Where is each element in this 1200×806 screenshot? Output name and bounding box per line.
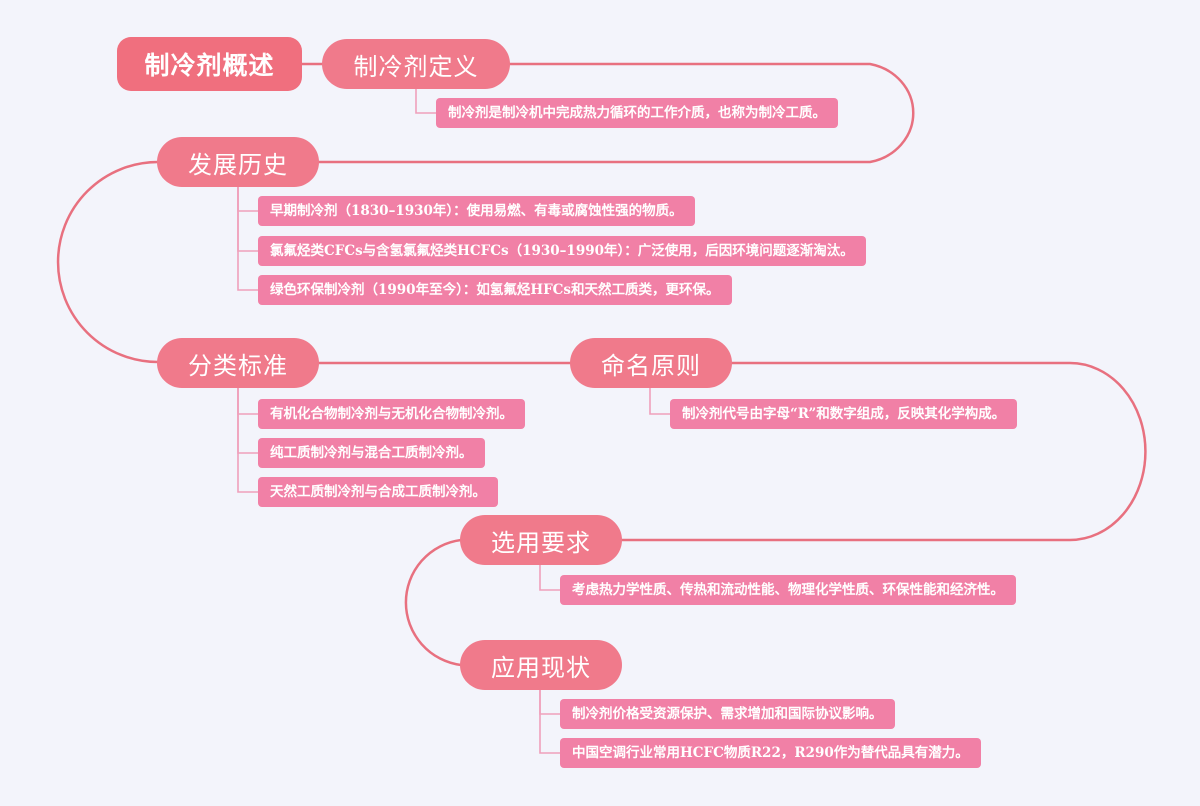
topic-history[interactable]: 发展历史: [157, 137, 319, 187]
connector-selection-application: [404, 538, 463, 667]
branch-classification-1: [237, 388, 258, 415]
leaf-definition-1[interactable]: 制冷剂是制冷机中完成热力循环的工作介质，也称为制冷工质。: [436, 98, 838, 128]
branch-history-1: [237, 187, 258, 212]
branch-history-3: [237, 187, 258, 291]
leaf-application-2[interactable]: 中国空调行业常用HCFC物质R22，R290作为替代品具有潜力。: [560, 738, 981, 768]
leaf-history-3[interactable]: 绿色环保制冷剂（1990年至今）：如氢氟烃HFCs和天然工质类，更环保。: [258, 275, 732, 305]
topic-selection[interactable]: 选用要求: [460, 515, 622, 565]
topic-classification[interactable]: 分类标准: [157, 338, 319, 388]
leaf-application-1[interactable]: 制冷剂价格受资源保护、需求增加和国际协议影响。: [560, 699, 895, 729]
branch-history-2: [237, 187, 258, 252]
branch-selection-1: [539, 565, 560, 591]
root-node-title[interactable]: 制冷剂概述: [117, 37, 302, 91]
leaf-naming-1[interactable]: 制冷剂代号由字母“R”和数字组成，反映其化学构成。: [670, 399, 1018, 429]
topic-naming[interactable]: 命名原则: [570, 338, 732, 388]
topic-definition[interactable]: 制冷剂定义: [322, 39, 510, 89]
branch-classification-3: [237, 388, 258, 493]
branch-application-1: [539, 690, 560, 715]
branch-naming-1: [649, 388, 670, 415]
connector-definition-history: [316, 62, 915, 164]
leaf-classification-2[interactable]: 纯工质制冷剂与混合工质制冷剂。: [258, 438, 485, 468]
branch-application-2: [539, 690, 560, 754]
leaf-classification-3[interactable]: 天然工质制冷剂与合成工质制冷剂。: [258, 477, 498, 507]
branch-classification-2: [237, 388, 258, 454]
leaf-history-1[interactable]: 早期制冷剂（1830–1930年）：使用易燃、有毒或腐蚀性强的物质。: [258, 196, 695, 226]
leaf-selection-1[interactable]: 考虑热力学性质、传热和流动性能、物理化学性质、环保性能和经济性。: [560, 575, 1016, 605]
connector-naming-selection: [618, 361, 1147, 542]
leaf-classification-1[interactable]: 有机化合物制冷剂与无机化合物制冷剂。: [258, 399, 525, 429]
leaf-history-2[interactable]: 氯氟烃类CFCs与含氢氯氟烃类HCFCs（1930–1990年）：广泛使用，后因…: [258, 236, 866, 266]
branch-definition-1: [415, 89, 436, 114]
connector-history-classification: [56, 160, 160, 364]
topic-application[interactable]: 应用现状: [460, 640, 622, 690]
